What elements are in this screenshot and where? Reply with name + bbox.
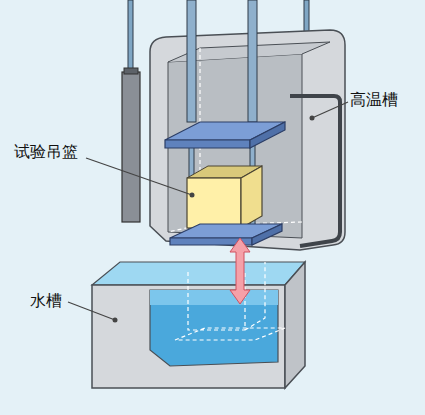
leader-dot — [190, 193, 195, 198]
air-pipe — [128, 0, 133, 76]
part-label: 试验吊篮 — [14, 142, 78, 161]
top-plate-edge — [165, 140, 250, 148]
lift-rod — [187, 0, 196, 122]
air-cylinder — [122, 72, 140, 222]
water-shade — [150, 290, 278, 305]
part-label: 水槽 — [30, 291, 62, 310]
water-surface — [92, 262, 305, 285]
tank-side — [285, 262, 305, 388]
lift-rod — [248, 0, 257, 122]
top-plate-edge — [250, 122, 285, 148]
motion-arrow — [230, 238, 250, 304]
bottom-plate-edge — [252, 224, 282, 245]
part-label: 高温槽 — [350, 90, 398, 109]
leader-dot — [113, 318, 118, 323]
leader-line — [86, 158, 192, 195]
basket-side — [241, 166, 262, 228]
chamber-handle — [290, 96, 340, 246]
cylinder-cap — [124, 68, 138, 74]
leader-line — [312, 102, 348, 118]
basket-front — [187, 178, 241, 228]
leader-dot — [310, 116, 315, 121]
leader-line — [68, 302, 115, 320]
lowered-basket-ghost — [175, 262, 285, 340]
